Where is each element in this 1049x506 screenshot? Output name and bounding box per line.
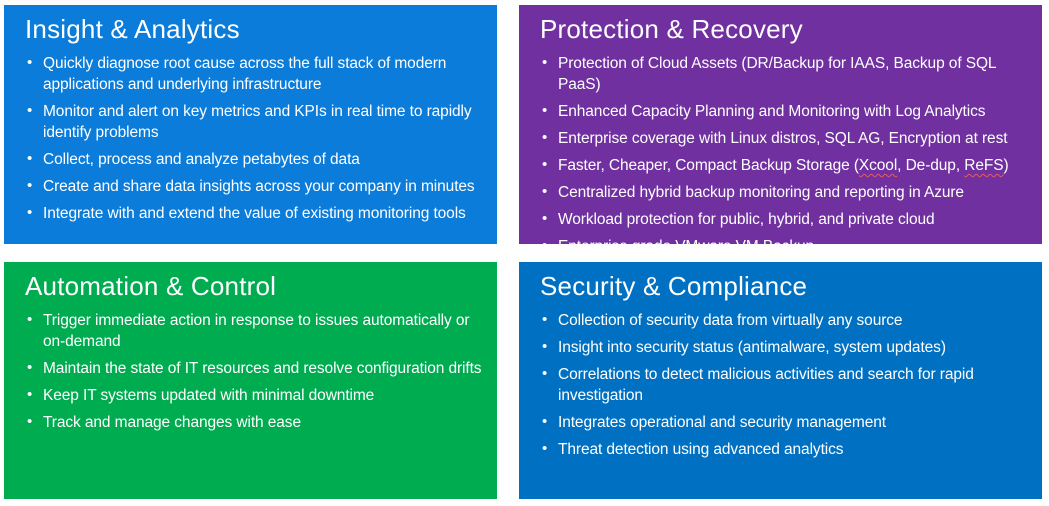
bullet-item: Maintain the state of IT resources and r… [25, 357, 489, 379]
bullet-item: Insight into security status (antimalwar… [540, 336, 1034, 358]
bullet-item: Threat detection using advanced analytic… [540, 438, 1034, 460]
bullet-text: Collect, process and analyze petabytes o… [43, 151, 360, 168]
bullet-item: Collection of security data from virtual… [540, 309, 1034, 331]
bullet-item: Integrates operational and security mana… [540, 411, 1034, 433]
bullet-text: Faster, Cheaper, Compact Backup Storage … [558, 157, 859, 174]
bullet-item: Track and manage changes with ease [25, 411, 489, 433]
panel-title: Insight & Analytics [25, 14, 240, 44]
bullet-text: Threat detection using advanced analytic… [558, 441, 844, 458]
bullet-item: Trigger immediate action in response to … [25, 309, 489, 352]
panel-automation-control: Automation & Control Trigger immediate a… [4, 262, 497, 499]
panel-title: Automation & Control [25, 271, 277, 301]
bullet-text: Trigger immediate action in response to … [43, 312, 470, 350]
panel-protection-recovery: Protection & Recovery Protection of Clou… [519, 5, 1042, 256]
bullet-text: Monitor and alert on key metrics and KPI… [43, 103, 472, 141]
bullet-text: , De-dup, [897, 157, 965, 174]
bullet-text: Protection of Cloud Assets (DR/Backup fo… [558, 55, 996, 93]
bullet-item: Faster, Cheaper, Compact Backup Storage … [540, 154, 1034, 176]
bullet-item: Centralized hybrid backup monitoring and… [540, 181, 1034, 203]
bullet-item: Keep IT systems updated with minimal dow… [25, 384, 489, 406]
bullet-item: Collect, process and analyze petabytes o… [25, 148, 489, 170]
bullet-item: Correlations to detect malicious activit… [540, 363, 1034, 406]
bullet-text: Enterprise grade VMware VM Backup [558, 238, 815, 255]
bullet-text: Enterprise coverage with Linux distros, … [558, 130, 1008, 147]
bullet-list: Protection of Cloud Assets (DR/Backup fo… [540, 52, 1034, 257]
bullet-item: Integrate with and extend the value of e… [25, 202, 489, 224]
bullet-text: Integrate with and extend the value of e… [43, 205, 466, 222]
bullet-item: Create and share data insights across yo… [25, 175, 489, 197]
bullet-item: Enterprise grade VMware VM Backup [540, 235, 1034, 257]
bullet-text: Workload protection for public, hybrid, … [558, 211, 935, 228]
misspelled-word: ReFS [964, 157, 1004, 174]
bullet-text: Integrates operational and security mana… [558, 414, 886, 431]
bullet-item: Enhanced Capacity Planning and Monitorin… [540, 100, 1034, 122]
bullet-text: Centralized hybrid backup monitoring and… [558, 184, 964, 201]
bullet-list: Trigger immediate action in response to … [25, 309, 489, 433]
bullet-text: Enhanced Capacity Planning and Monitorin… [558, 103, 986, 120]
bullet-text: ) [1003, 157, 1009, 174]
bullet-text: Quickly diagnose root cause across the f… [43, 55, 447, 93]
bullet-item: Protection of Cloud Assets (DR/Backup fo… [540, 52, 1034, 95]
bullet-text: Maintain the state of IT resources and r… [43, 360, 482, 377]
bullet-list: Quickly diagnose root cause across the f… [25, 52, 489, 224]
panel-title: Protection & Recovery [540, 14, 803, 44]
bullet-text: Collection of security data from virtual… [558, 312, 903, 329]
bullet-text: Create and share data insights across yo… [43, 178, 475, 195]
misspelled-word: Xcool [858, 157, 898, 174]
bullet-text: Keep IT systems updated with minimal dow… [43, 387, 375, 404]
bullet-text: Track and manage changes with ease [43, 414, 301, 431]
bullet-item: Workload protection for public, hybrid, … [540, 208, 1034, 230]
panel-insight-analytics: Insight & Analytics Quickly diagnose roo… [4, 5, 497, 244]
bullet-item: Monitor and alert on key metrics and KPI… [25, 100, 489, 143]
bullet-list: Collection of security data from virtual… [540, 309, 1034, 460]
bullet-text: Correlations to detect malicious activit… [558, 366, 974, 404]
bullet-item: Enterprise coverage with Linux distros, … [540, 127, 1034, 149]
bullet-item: Quickly diagnose root cause across the f… [25, 52, 489, 95]
panel-security-compliance: Security & Compliance Collection of secu… [519, 262, 1042, 499]
bullet-text: Insight into security status (antimalwar… [558, 339, 946, 356]
panel-title: Security & Compliance [540, 271, 808, 301]
